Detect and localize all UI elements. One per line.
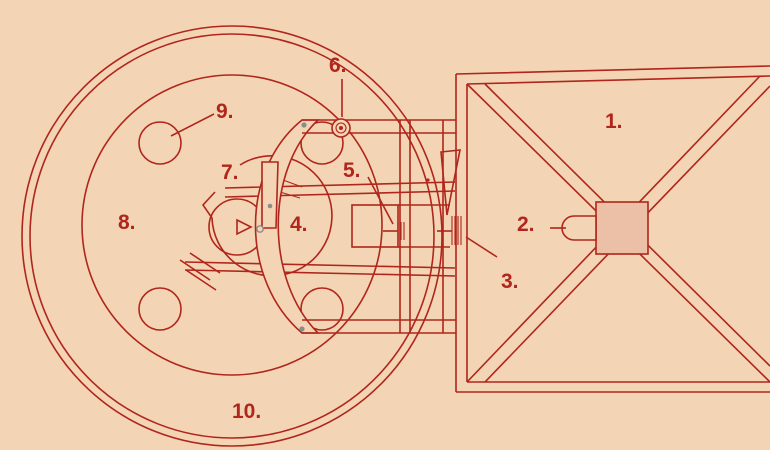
block-with-lamp [550, 201, 649, 255]
pulley [331, 118, 351, 138]
label-1: 1. [605, 110, 623, 133]
label-6: 6. [329, 54, 347, 77]
label-10: 10. [232, 400, 261, 423]
label-8: 8. [118, 211, 136, 234]
labels: 1. 2. 3. 4. 5. 6. 7. 8. 9. 10. [118, 54, 623, 423]
cross-bars [184, 181, 456, 277]
inner-disc [81, 74, 383, 376]
label-7: 7. [221, 161, 239, 184]
outer-wheel [21, 25, 443, 447]
springs [383, 216, 462, 245]
carriage-frame [302, 119, 461, 334]
label-3: 3. [501, 270, 519, 293]
disc-holes [138, 121, 344, 331]
label-4: 4. [290, 213, 308, 236]
leader-lines [170, 79, 498, 258]
label-5: 5. [343, 159, 361, 182]
label-9: 9. [216, 100, 234, 123]
lever [256, 161, 279, 233]
label-2: 2. [517, 213, 535, 236]
